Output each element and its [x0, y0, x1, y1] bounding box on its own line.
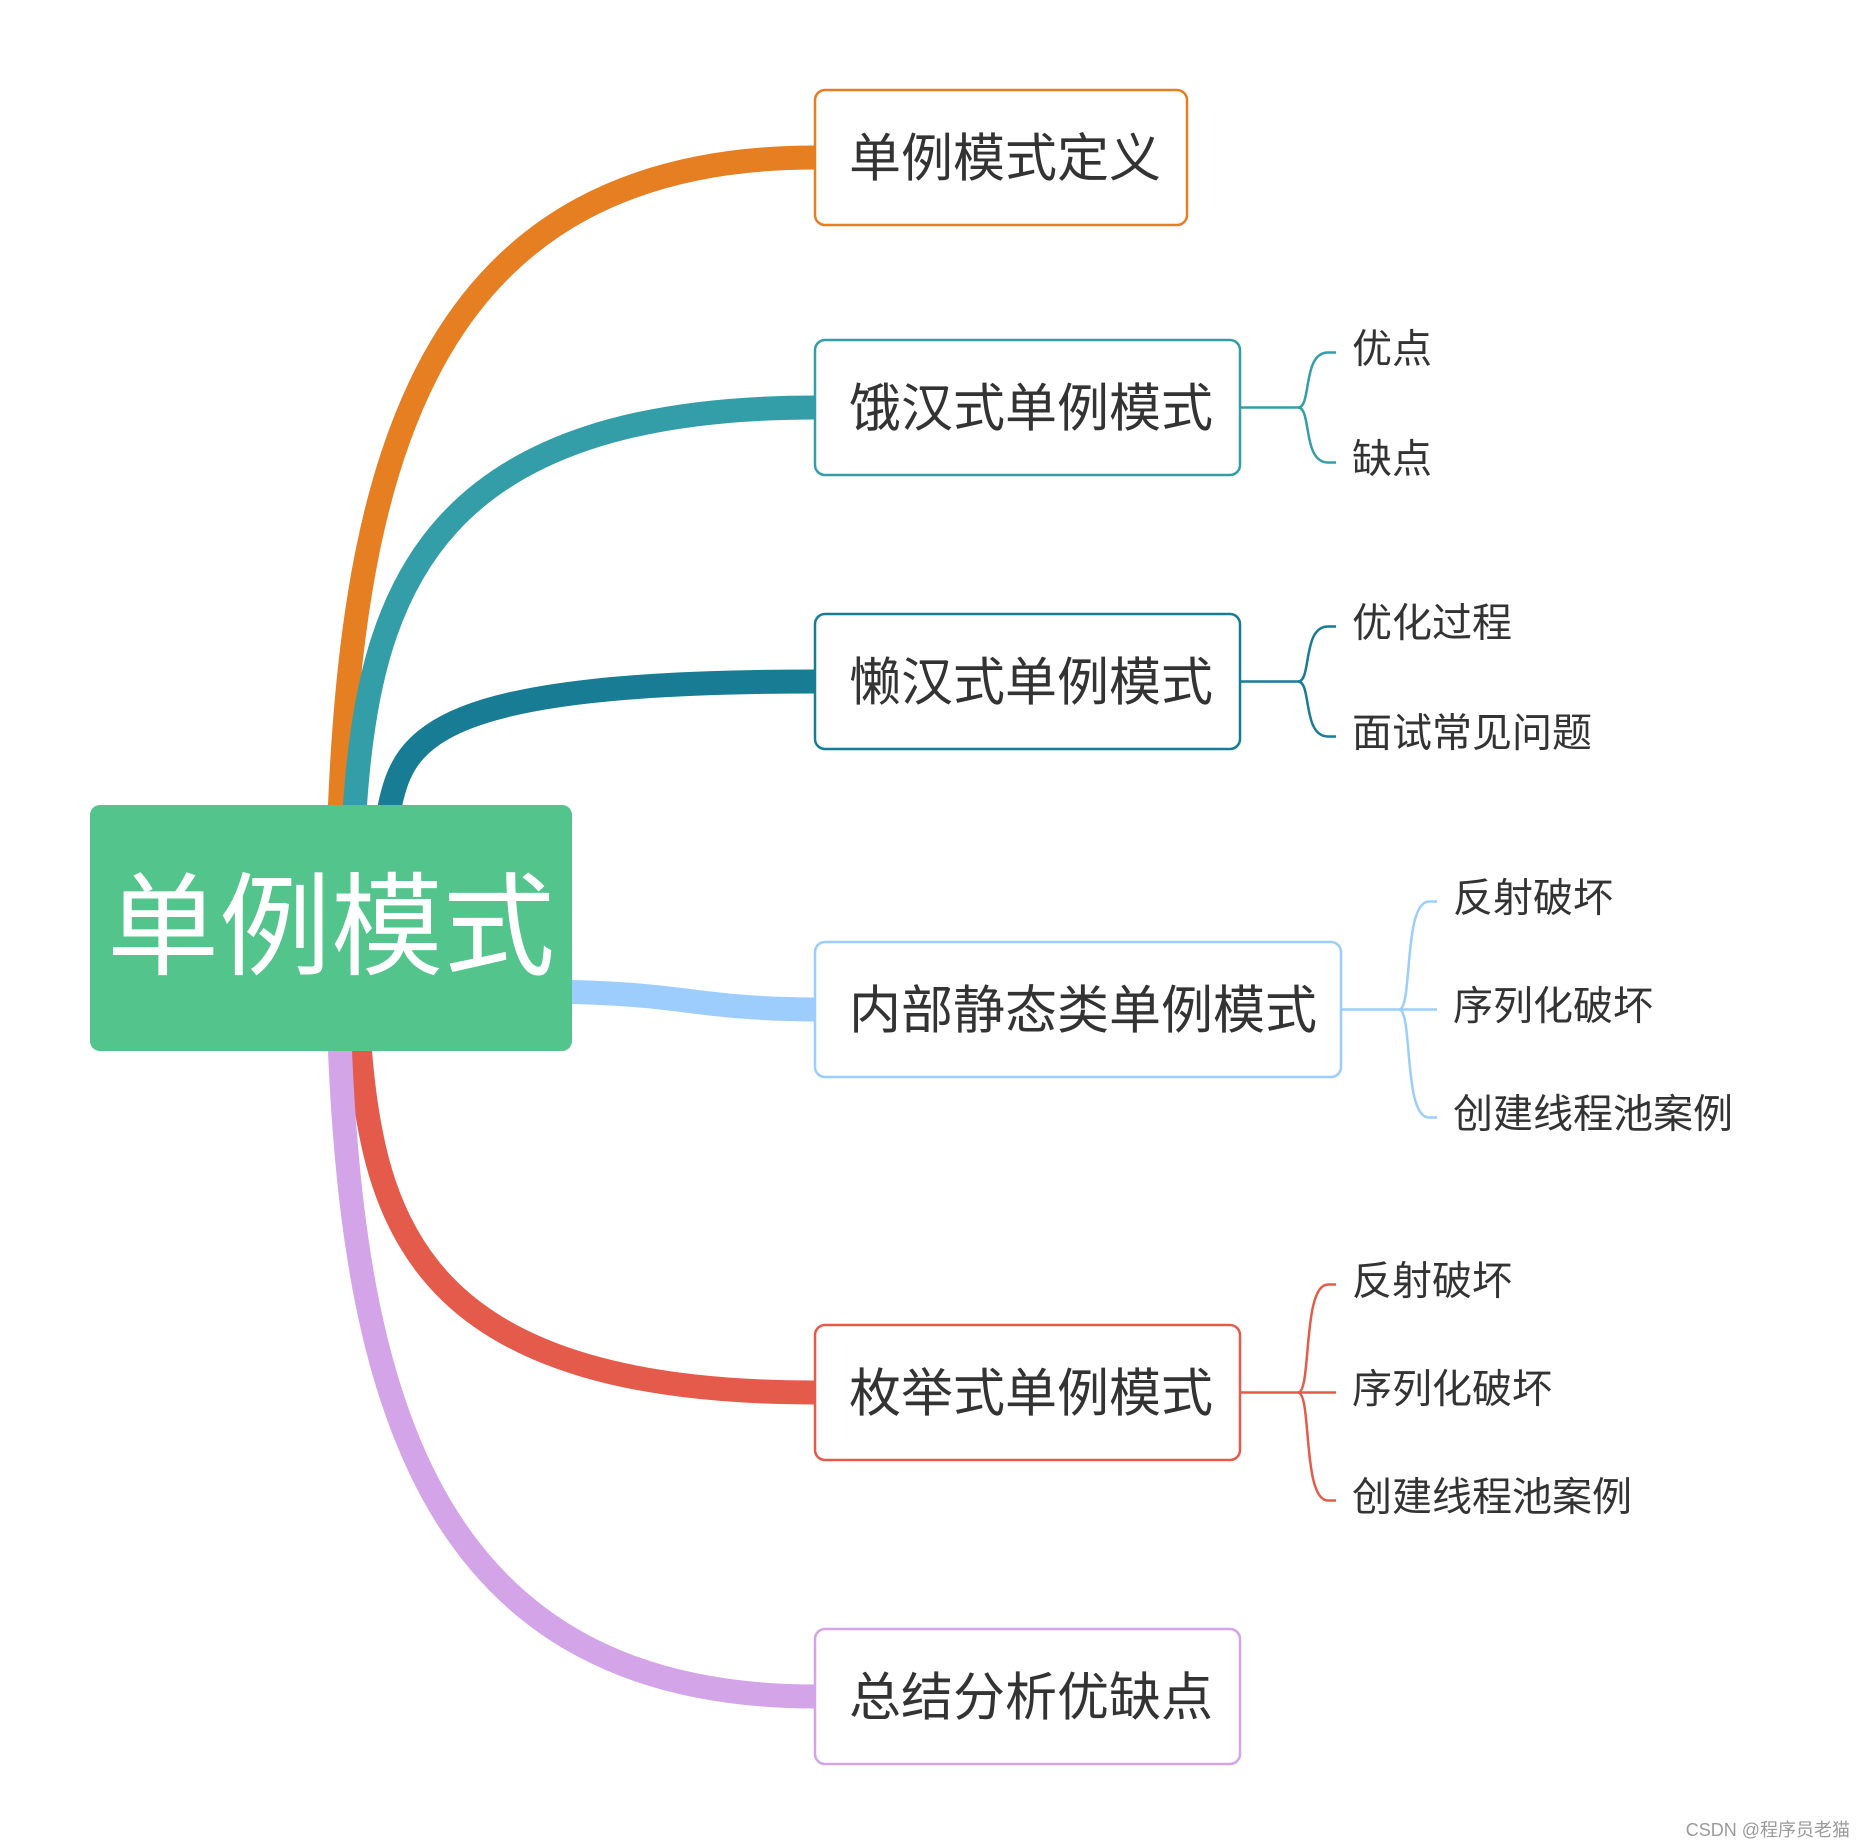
- branch-node-label: 内部静态类单例模式: [849, 982, 1317, 1042]
- root-node[interactable]: [90, 805, 572, 1051]
- leaf-node-label[interactable]: 创建线程池案例: [1352, 1475, 1632, 1521]
- leaf-node-label[interactable]: 创建线程池案例: [1453, 1092, 1733, 1138]
- sub-connector-layer: [1240, 351, 1437, 1502]
- sub-connector: [1297, 625, 1336, 683]
- connector-layer: [328, 145, 827, 1709]
- leaf-node-label[interactable]: 优化过程: [1352, 601, 1512, 647]
- branch-connector: [348, 1039, 827, 1405]
- branch-node-label: 懒汉式单例模式: [849, 654, 1213, 714]
- branch-node-label: 饿汉式单例模式: [849, 380, 1213, 440]
- branch-connector: [343, 395, 827, 817]
- watermark: CSDN @程序员老猫: [1685, 1820, 1850, 1840]
- branch-connector: [328, 145, 827, 817]
- sub-connector: [1297, 406, 1336, 464]
- leaf-node-label[interactable]: 优点: [1352, 327, 1432, 373]
- root-layer: 单例模式: [90, 805, 572, 1051]
- branch-node[interactable]: [813, 1627, 1242, 1766]
- sub-connector: [1297, 1283, 1336, 1394]
- sub-connector: [1398, 1008, 1437, 1119]
- leaf-node-label[interactable]: 反射破坏: [1453, 876, 1613, 922]
- sub-connector: [1398, 900, 1437, 1011]
- leaf-node-label[interactable]: 序列化破坏: [1352, 1367, 1552, 1413]
- branch-connector: [560, 980, 827, 1022]
- root-node-label: 单例模式: [107, 863, 555, 993]
- sub-connector: [1297, 680, 1336, 738]
- branch-connector: [328, 1039, 827, 1709]
- branch-node[interactable]: [813, 338, 1242, 477]
- leaf-node-layer: 优点缺点优化过程面试常见问题反射破坏序列化破坏创建线程池案例反射破坏序列化破坏创…: [1352, 327, 1733, 1521]
- sub-connector: [1297, 351, 1336, 409]
- branch-node[interactable]: [813, 940, 1343, 1079]
- branch-node[interactable]: [813, 1323, 1242, 1462]
- branch-node-label: 单例模式定义: [849, 130, 1161, 190]
- branch-node[interactable]: [813, 88, 1189, 227]
- branch-node-layer: 单例模式定义饿汉式单例模式懒汉式单例模式内部静态类单例模式枚举式单例模式总结分析…: [813, 88, 1343, 1766]
- branch-node-label: 枚举式单例模式: [849, 1365, 1213, 1425]
- sub-connector: [1297, 1391, 1336, 1502]
- branch-connector: [378, 669, 827, 817]
- leaf-node-label[interactable]: 反射破坏: [1352, 1259, 1512, 1305]
- leaf-node-label[interactable]: 缺点: [1352, 437, 1432, 483]
- leaf-node-label[interactable]: 面试常见问题: [1352, 711, 1592, 757]
- branch-node[interactable]: [813, 612, 1242, 751]
- branch-node-label: 总结分析优缺点: [849, 1669, 1213, 1729]
- leaf-node-label[interactable]: 序列化破坏: [1453, 984, 1653, 1030]
